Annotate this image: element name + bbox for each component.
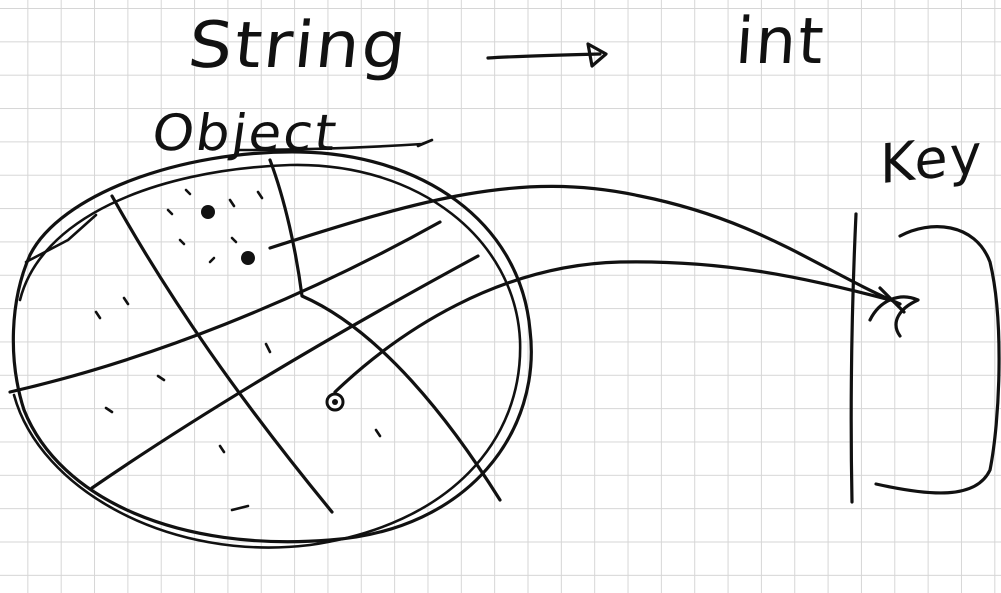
set-element-points — [201, 205, 345, 412]
set-tick-marks — [94, 188, 382, 512]
object-underline-arrow — [236, 138, 434, 152]
element-dot-2 — [241, 251, 255, 265]
element-to-key-arrows — [268, 184, 920, 394]
key-axis-line — [849, 212, 858, 504]
set-partition-lines — [8, 158, 502, 514]
string-set-ellipse — [11, 150, 533, 549]
element-dot-3 — [325, 392, 345, 412]
element-dot-1 — [201, 205, 215, 219]
key-set-bracket — [874, 225, 1001, 495]
type-mapping-arrow — [486, 42, 608, 68]
